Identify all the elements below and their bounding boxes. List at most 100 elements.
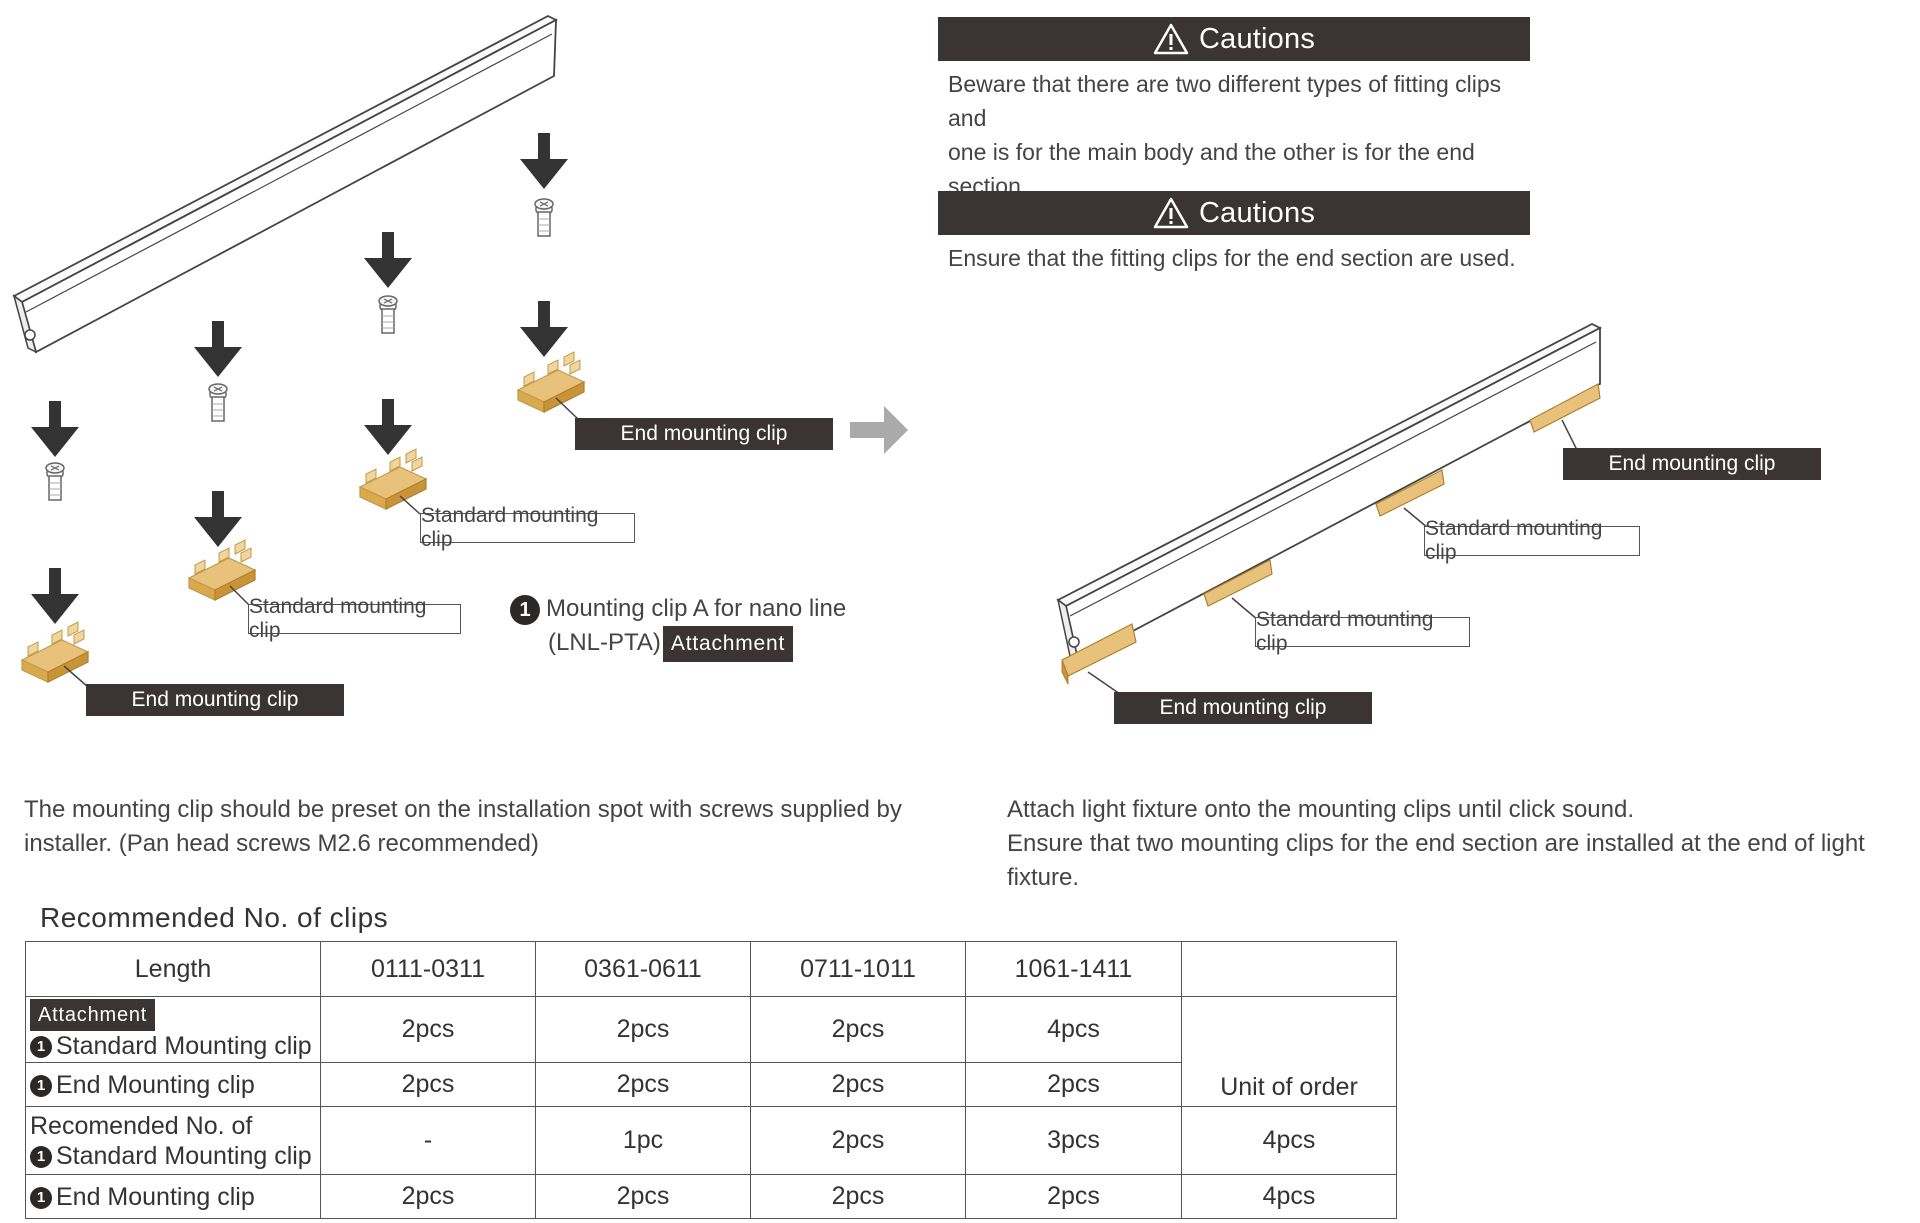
down-arrow-icon xyxy=(194,321,242,377)
table-cell: 4pcs xyxy=(1181,1106,1397,1175)
caution-box-1: Cautions Beware that there are two diffe… xyxy=(938,17,1530,203)
table-cell: 2pcs xyxy=(965,1062,1182,1107)
header-cell: 0111-0311 xyxy=(320,941,536,997)
unit-of-order-text: Unit of order xyxy=(1220,1073,1358,1101)
standard-mounting-clip-icon xyxy=(1375,469,1445,517)
row-label-text: Standard Mounting clip xyxy=(56,1032,312,1060)
table-cell: 2pcs xyxy=(320,996,536,1063)
next-step-arrow-icon xyxy=(850,406,908,454)
number-badge: 1 xyxy=(30,1145,52,1168)
end-mounting-clip-icon xyxy=(21,621,89,683)
table-cell: 2pcs xyxy=(535,996,751,1063)
table-cell: 2pcs xyxy=(535,1174,751,1219)
light-fixture-left xyxy=(12,14,558,354)
standard-mounting-clip-icon xyxy=(359,448,427,510)
down-arrow-icon xyxy=(194,491,242,547)
down-arrow-icon xyxy=(520,133,568,189)
table-cell: 2pcs xyxy=(750,1174,966,1219)
end-mounting-clip-icon xyxy=(517,351,585,413)
table-header-row: Length 0111-0311 0361-0611 0711-1011 106… xyxy=(25,941,1397,997)
warning-icon xyxy=(1153,23,1189,55)
instruction-line: Attach light fixture onto the mounting c… xyxy=(1007,796,1634,823)
caution-box-2: Cautions Ensure that the fitting clips f… xyxy=(938,191,1530,275)
row-label-text: End Mounting clip xyxy=(56,1182,255,1211)
label-end-mounting-clip: End mounting clip xyxy=(1563,448,1821,480)
row-label-text: End Mounting clip xyxy=(56,1070,255,1099)
caution-line: Beware that there are two different type… xyxy=(948,71,1502,131)
table-cell: 2pcs xyxy=(750,996,966,1063)
standard-mounting-clip-icon xyxy=(188,539,256,601)
attachment-tag: Attachment xyxy=(30,999,156,1031)
down-arrow-icon xyxy=(364,232,412,288)
row-label-text: Recomended No. of xyxy=(30,1111,253,1140)
table-cell: 2pcs xyxy=(320,1174,536,1219)
table-cell: 4pcs xyxy=(965,996,1182,1063)
table-cell: 2pcs xyxy=(320,1062,536,1107)
product-name: Mounting clip A for nano line xyxy=(546,595,847,622)
header-cell: 1061-1411 xyxy=(965,941,1182,997)
down-arrow-icon xyxy=(520,301,568,357)
number-badge: 1 xyxy=(510,594,540,625)
instruction-left: The mounting clip should be preset on th… xyxy=(24,793,924,861)
label-standard-mounting-clip: Standard mounting clip xyxy=(1255,608,1470,655)
header-cell: 0711-1011 xyxy=(750,941,966,997)
caution-line: one is for the main body and the other i… xyxy=(948,139,1475,199)
unit-of-order-cell: Unit of order xyxy=(1181,996,1397,1107)
table-cell: 2pcs xyxy=(965,1174,1182,1219)
label-standard-mounting-clip: Standard mounting clip xyxy=(1424,517,1640,564)
caution-text: Beware that there are two different type… xyxy=(938,67,1530,203)
recommended-clips-table: Length 0111-0311 0361-0611 0711-1011 106… xyxy=(25,941,1397,1219)
caution-header: Cautions xyxy=(938,191,1530,235)
product-code: (LNL-PTA) xyxy=(548,629,661,656)
attachment-tag: Attachment xyxy=(662,626,794,662)
instruction-line: Ensure that two mounting clips for the e… xyxy=(1007,830,1865,891)
table-cell: 1pc xyxy=(535,1106,751,1175)
header-cell: 0361-0611 xyxy=(535,941,751,997)
caution-text: Ensure that the fitting clips for the en… xyxy=(938,241,1530,275)
instruction-line: installer. (Pan head screws M2.6 recomme… xyxy=(24,830,539,857)
caution-title: Cautions xyxy=(1198,22,1316,55)
screw-icon xyxy=(208,383,228,422)
table-cell: 2pcs xyxy=(535,1062,751,1107)
end-mounting-clip-icon xyxy=(1529,383,1601,433)
down-arrow-icon xyxy=(31,401,79,457)
screw-icon xyxy=(534,198,554,237)
down-arrow-icon xyxy=(364,399,412,455)
table-cell: 2pcs xyxy=(750,1062,966,1107)
table-title: Recommended No. of clips xyxy=(40,902,389,933)
screw-icon xyxy=(378,295,398,334)
table-cell: 2pcs xyxy=(750,1106,966,1175)
light-fixture-right xyxy=(1056,322,1602,662)
header-cell xyxy=(1181,941,1397,997)
label-end-mounting-clip: End mounting clip xyxy=(1114,692,1372,724)
end-mounting-clip-icon xyxy=(1061,623,1137,685)
number-badge: 1 xyxy=(30,1186,52,1209)
number-badge: 1 xyxy=(30,1074,52,1097)
standard-mounting-clip-icon xyxy=(1203,559,1273,607)
label-end-mounting-clip: End mounting clip xyxy=(575,418,833,450)
warning-icon xyxy=(1153,197,1189,229)
label-standard-mounting-clip: Standard mounting clip xyxy=(248,595,461,642)
label-end-mounting-clip: End mounting clip xyxy=(86,684,344,716)
down-arrow-icon xyxy=(31,568,79,624)
row-label-text: Standard Mounting clip xyxy=(56,1141,312,1170)
caution-header: Cautions xyxy=(938,17,1530,61)
instruction-line: The mounting clip should be preset on th… xyxy=(24,796,902,823)
table-cell: 3pcs xyxy=(965,1106,1182,1175)
header-cell: Length xyxy=(25,941,321,997)
number-badge: 1 xyxy=(30,1036,52,1059)
table-cell: 4pcs xyxy=(1181,1174,1397,1219)
screw-icon xyxy=(45,462,65,501)
instruction-right: Attach light fixture onto the mounting c… xyxy=(1007,793,1907,895)
caution-title: Cautions xyxy=(1198,196,1316,229)
